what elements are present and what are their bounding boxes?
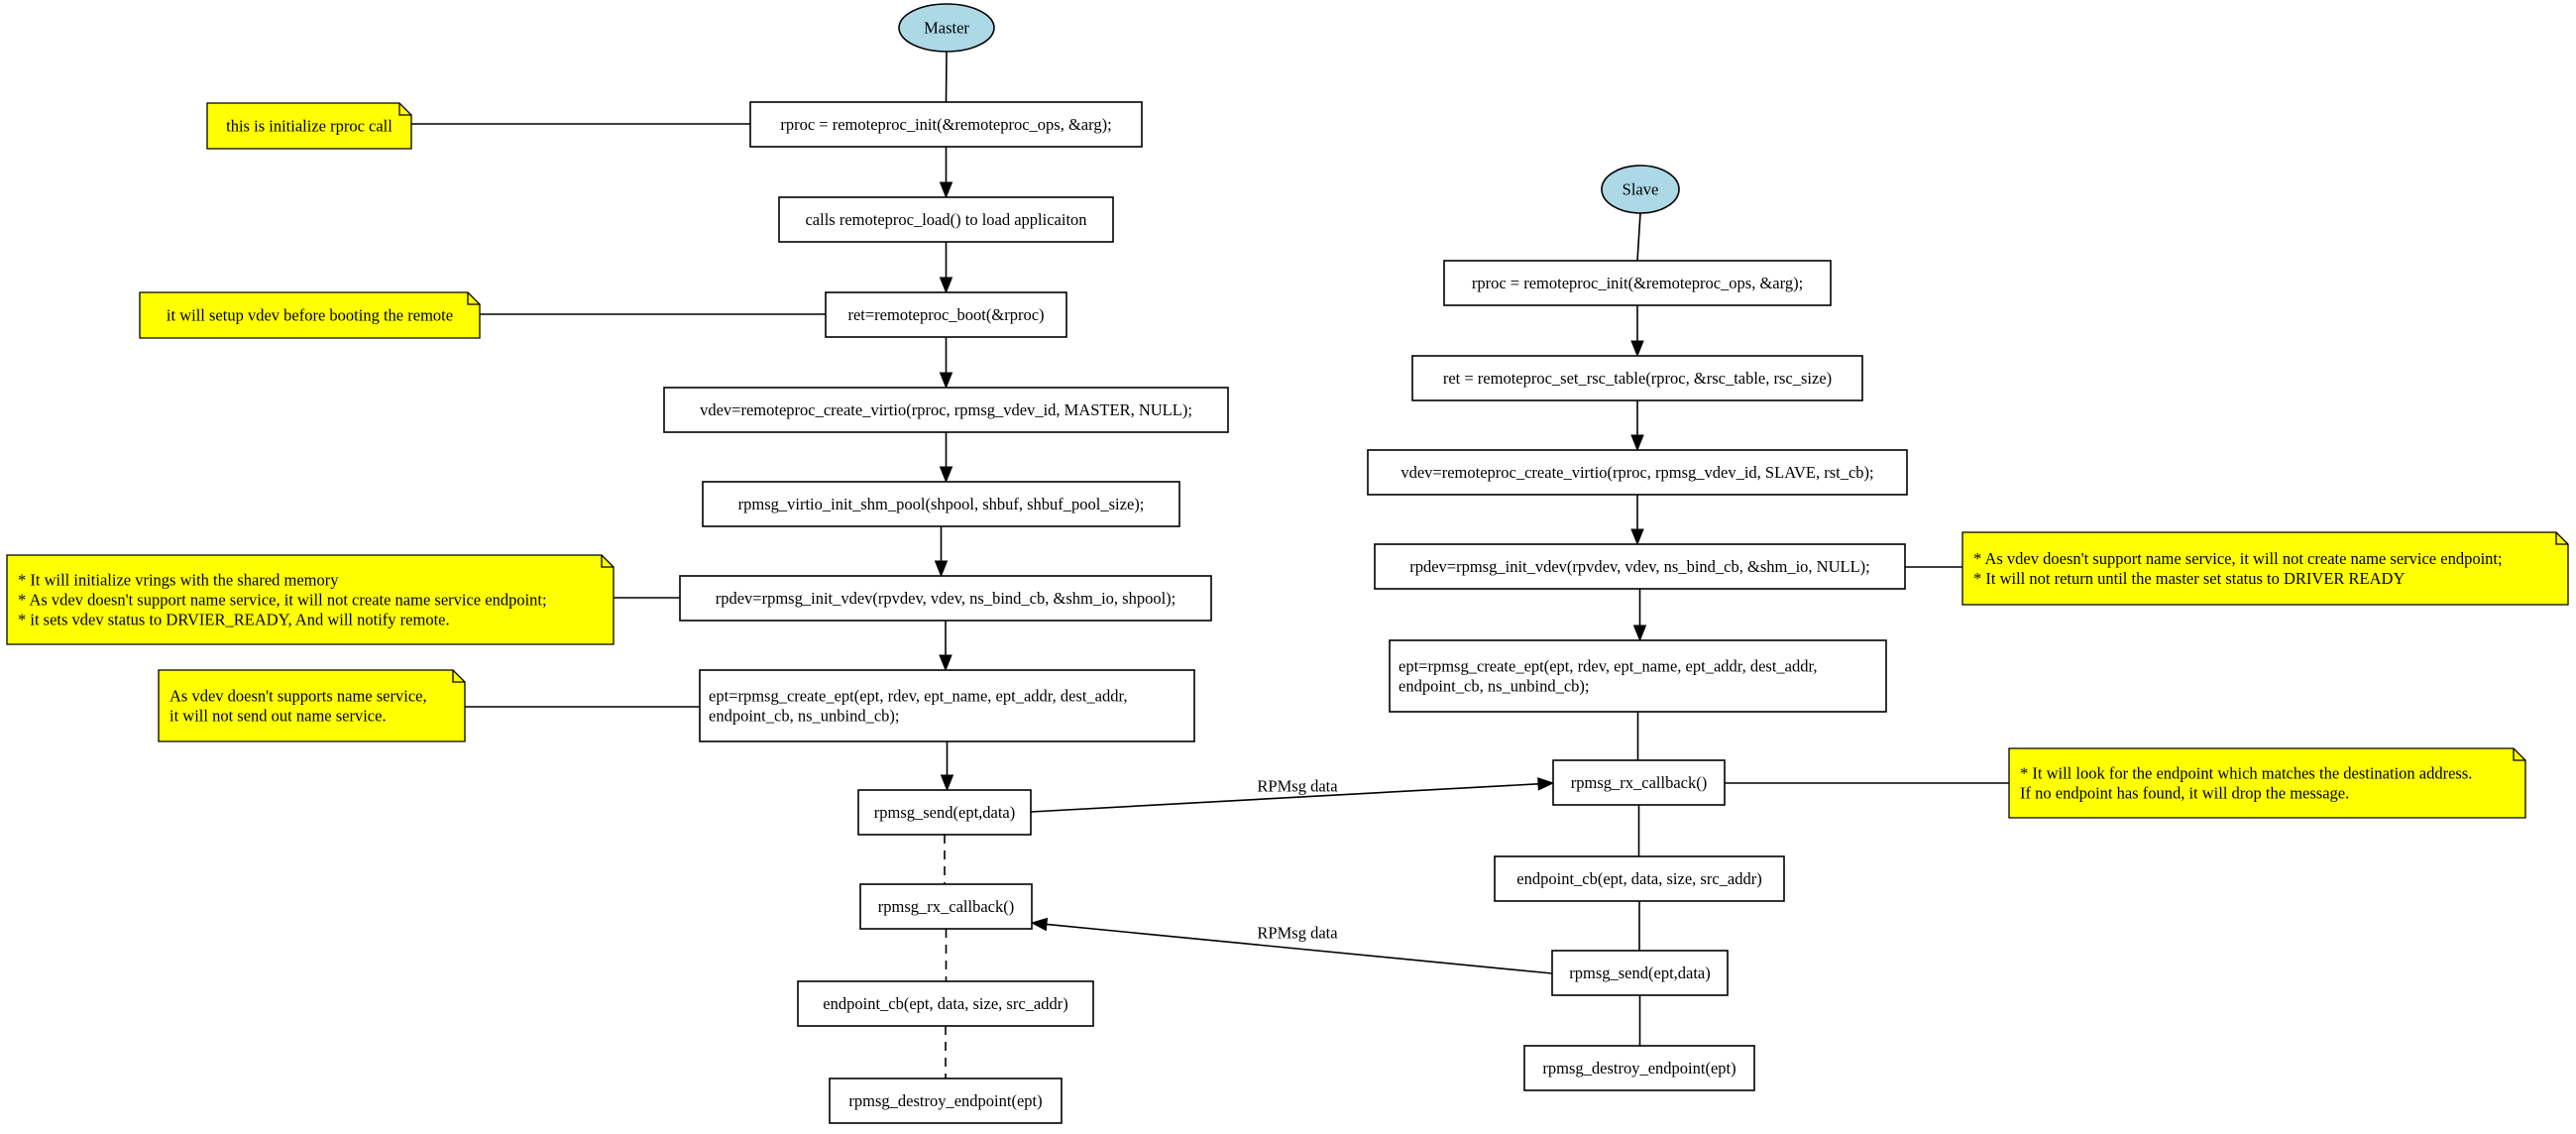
slave-edge-1-head bbox=[1630, 340, 1644, 358]
master-edge-7-head bbox=[940, 774, 954, 792]
slave-step-7: endpoint_cb(ept, data, size, src_addr) bbox=[1494, 855, 1785, 902]
slave-step-6: rpmsg_rx_callback() bbox=[1552, 759, 1726, 806]
master-step-6-label: rpdev=rpmsg_init_vdev(rpvdev, vdev, ns_b… bbox=[716, 589, 1176, 608]
slave-step-1-label: rproc = remoteproc_init(&remoteproc_ops,… bbox=[1472, 274, 1803, 292]
master-step-10-label: endpoint_cb(ept, data, size, src_addr) bbox=[823, 994, 1067, 1013]
note-5-text: * As vdev doesn't support name service, … bbox=[1973, 549, 2503, 588]
note-2-text: it will setup vdev before booting the re… bbox=[167, 306, 453, 325]
master-step-6: rpdev=rpmsg_init_vdev(rpvdev, vdev, ns_b… bbox=[679, 575, 1212, 622]
note-6-text: * It will look for the endpoint which ma… bbox=[2020, 764, 2472, 803]
message-master-to-slave-head bbox=[1537, 777, 1555, 791]
master-edge-3-head bbox=[939, 372, 953, 390]
message-label-1-text: RPMsg data bbox=[1257, 777, 1338, 796]
master-edge-6-head bbox=[939, 654, 952, 672]
master-start-label: Master bbox=[924, 19, 969, 38]
master-step-4-label: vdev=remoteproc_create_virtio(rproc, rpm… bbox=[700, 400, 1192, 419]
slave-step-3: vdev=remoteproc_create_virtio(rproc, rpm… bbox=[1367, 449, 1908, 496]
slave-step-8-label: rpmsg_send(ept,data) bbox=[1569, 964, 1711, 982]
master-start: Master bbox=[898, 3, 995, 53]
slave-step-5-label: ept=rpmsg_create_ept(ept, rdev, ept_name… bbox=[1399, 657, 1817, 696]
slave-step-1: rproc = remoteproc_init(&remoteproc_ops,… bbox=[1443, 260, 1832, 306]
master-step-11: rpmsg_destroy_endpoint(ept) bbox=[829, 1077, 1063, 1124]
master-step-11-label: rpmsg_destroy_endpoint(ept) bbox=[848, 1091, 1042, 1110]
master-step-9-label: rpmsg_rx_callback() bbox=[878, 897, 1014, 916]
master-step-9: rpmsg_rx_callback() bbox=[859, 883, 1033, 930]
slave-step-7-label: endpoint_cb(ept, data, size, src_addr) bbox=[1516, 869, 1761, 888]
master-step-3-label: ret=remoteproc_boot(&rproc) bbox=[847, 305, 1044, 324]
slave-edge-4-head bbox=[1632, 624, 1647, 642]
slave-step-4: rpdev=rpmsg_init_vdev(rpvdev, vdev, ns_b… bbox=[1374, 543, 1906, 590]
slave-step-2: ret = remoteproc_set_rsc_table(rproc, &r… bbox=[1411, 355, 1863, 401]
diagram-edges bbox=[411, 51, 2009, 1078]
note-2: it will setup vdev before booting the re… bbox=[139, 291, 481, 339]
note-6: * It will look for the endpoint which ma… bbox=[2008, 747, 2526, 819]
note-4-text: As vdev doesn't supports name service,it… bbox=[169, 687, 427, 726]
message-label-2-text: RPMsg data bbox=[1257, 924, 1338, 943]
master-edge-5-head bbox=[934, 560, 949, 578]
slave-start: Slave bbox=[1601, 165, 1680, 214]
master-edge-1-head bbox=[939, 181, 953, 199]
note-3-text: * It will initialize vrings with the sha… bbox=[18, 571, 547, 629]
master-step-7: ept=rpmsg_create_ept(ept, rdev, ept_name… bbox=[699, 669, 1195, 742]
note-1-text: this is initialize rproc call bbox=[226, 117, 392, 136]
note-1: this is initialize rproc call bbox=[206, 102, 412, 150]
note-4: As vdev doesn't supports name service,it… bbox=[158, 669, 466, 742]
slave-step-2-label: ret = remoteproc_set_rsc_table(rproc, &r… bbox=[1443, 369, 1832, 388]
slave-step-8: rpmsg_send(ept,data) bbox=[1551, 950, 1729, 996]
slave-step-5: ept=rpmsg_create_ept(ept, rdev, ept_name… bbox=[1389, 639, 1887, 713]
slave-start-label: Slave bbox=[1623, 180, 1659, 199]
master-step-5-label: rpmsg_virtio_init_shm_pool(shpool, shbuf… bbox=[738, 495, 1145, 513]
message-master-to-slave bbox=[1030, 783, 1539, 813]
message-slave-to-master bbox=[1046, 923, 1553, 974]
master-edge-2-head bbox=[939, 277, 953, 294]
master-step-7-label: ept=rpmsg_create_ept(ept, rdev, ept_name… bbox=[709, 687, 1127, 726]
master-step-3: ret=remoteproc_boot(&rproc) bbox=[825, 291, 1067, 338]
message-slave-to-master-head bbox=[1030, 917, 1049, 932]
slave-step-9: rpmsg_destroy_endpoint(ept) bbox=[1523, 1045, 1755, 1091]
master-step-8: rpmsg_send(ept,data) bbox=[857, 789, 1032, 836]
master-step-1: rproc = remoteproc_init(&remoteproc_ops,… bbox=[749, 101, 1143, 148]
master-step-10: endpoint_cb(ept, data, size, src_addr) bbox=[797, 980, 1094, 1027]
message-label-2: RPMsg data bbox=[1257, 924, 1338, 943]
slave-start-edge bbox=[1636, 212, 1641, 262]
master-step-2-label: calls remoteproc_load() to load applicai… bbox=[805, 210, 1086, 229]
note-5: * As vdev doesn't support name service, … bbox=[1961, 531, 2569, 606]
master-step-5: rpmsg_virtio_init_shm_pool(shpool, shbuf… bbox=[702, 481, 1180, 527]
slave-edge-3-head bbox=[1630, 528, 1644, 546]
master-edge-4-head bbox=[939, 466, 953, 484]
note-3: * It will initialize vrings with the sha… bbox=[6, 554, 615, 645]
slave-step-3-label: vdev=remoteproc_create_virtio(rproc, rpm… bbox=[1400, 463, 1873, 482]
slave-step-4-label: rpdev=rpmsg_init_vdev(rpvdev, vdev, ns_b… bbox=[1409, 557, 1870, 576]
master-step-4: vdev=remoteproc_create_virtio(rproc, rpm… bbox=[663, 387, 1229, 433]
master-step-2: calls remoteproc_load() to load applicai… bbox=[778, 196, 1114, 243]
master-step-1-label: rproc = remoteproc_init(&remoteproc_ops,… bbox=[780, 115, 1111, 134]
slave-step-9-label: rpmsg_destroy_endpoint(ept) bbox=[1542, 1059, 1736, 1077]
master-start-edge bbox=[945, 51, 948, 103]
slave-step-6-label: rpmsg_rx_callback() bbox=[1571, 773, 1707, 792]
message-label-1: RPMsg data bbox=[1257, 777, 1338, 796]
master-step-8-label: rpmsg_send(ept,data) bbox=[874, 803, 1016, 822]
slave-edge-2-head bbox=[1630, 434, 1644, 452]
